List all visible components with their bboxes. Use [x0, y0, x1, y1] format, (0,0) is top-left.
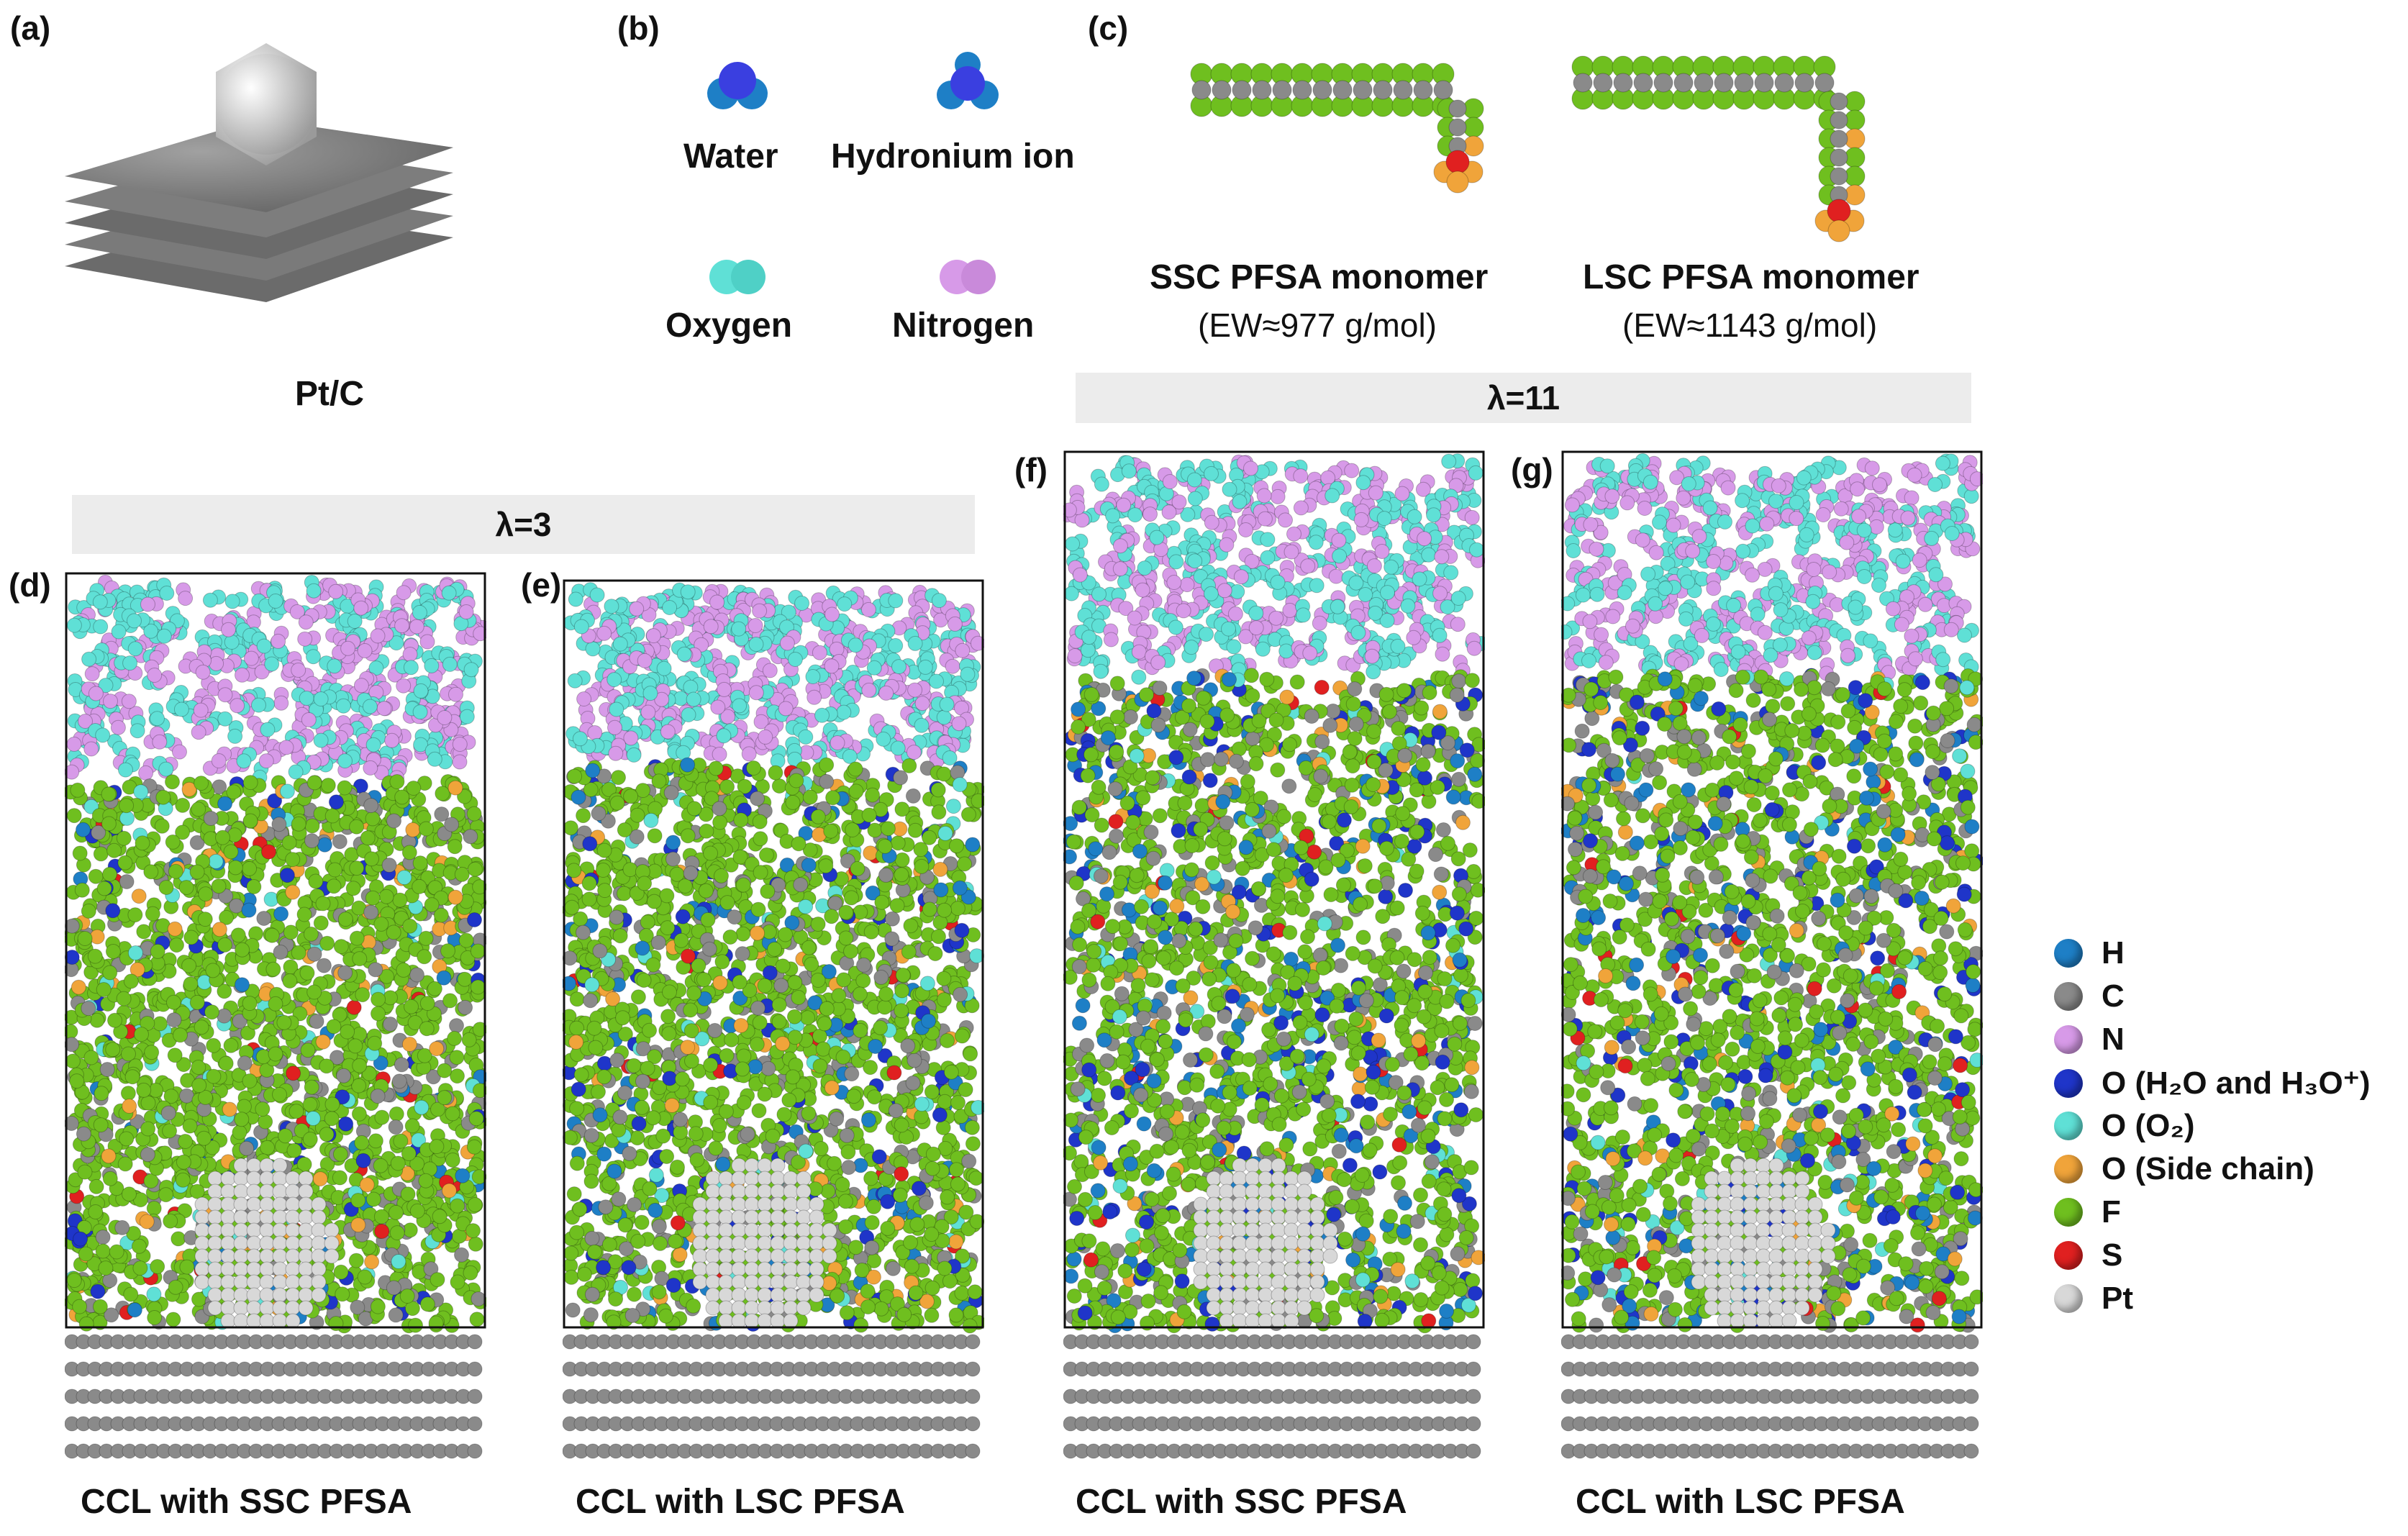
oxygen-label: Oxygen [665, 306, 793, 345]
legend-swatch [2054, 1112, 2083, 1140]
panel-label-a: (a) [10, 9, 51, 47]
legend-item: Pt [2054, 1281, 2133, 1317]
caption-f: CCL with SSC PFSA [1076, 1483, 1407, 1521]
legend-item: O (H₂O and H₃O⁺) [2054, 1065, 2371, 1101]
legend-item: N [2054, 1022, 2125, 1058]
panel-label-g: (g) [1511, 451, 1553, 488]
legend-item: O (O₂) [2054, 1108, 2195, 1144]
ssc-monomer-ew: (EW≈977 g/mol) [1198, 306, 1437, 344]
simulation-box-d [65, 572, 486, 1459]
caption-pt-c: Pt/C [295, 375, 364, 413]
panel-label-e: (e) [521, 566, 562, 604]
simulation-box-g [1561, 450, 1983, 1459]
legend-swatch [2054, 1025, 2083, 1054]
nitrogen-molecule-icon [940, 260, 996, 294]
legend-swatch [2054, 939, 2083, 968]
legend-swatch [2054, 1198, 2083, 1227]
caption-g: CCL with LSC PFSA [1576, 1483, 1905, 1521]
water-molecule-icon [707, 62, 768, 109]
ssc-pfsa-monomer-illustration [1190, 63, 1484, 194]
lsc-pfsa-monomer-illustration [1571, 55, 1866, 242]
lsc-monomer-title: LSC PFSA monomer [1583, 258, 1919, 296]
graphene-sheets [65, 119, 453, 302]
legend-item: H [2054, 935, 2125, 971]
legend-swatch [2054, 1068, 2083, 1098]
legend-item: F [2054, 1194, 2121, 1230]
nitrogen-label: Nitrogen [892, 306, 1035, 345]
legend-swatch [2054, 982, 2083, 1011]
oxygen-molecule-icon [709, 260, 765, 294]
lsc-monomer-ew: (EW≈1143 g/mol) [1622, 306, 1878, 344]
panel-label-f: (f) [1014, 451, 1048, 488]
panel-label-c: (c) [1088, 9, 1129, 47]
legend-label: O (H₂O and H₃O⁺) [2102, 1065, 2371, 1101]
legend-label: H [2102, 935, 2125, 971]
pt-nanoparticle [216, 43, 317, 165]
legend-item: S [2054, 1237, 2122, 1273]
simulation-box-e [563, 579, 984, 1459]
caption-d: CCL with SSC PFSA [81, 1483, 412, 1521]
panel-label-b: (b) [617, 9, 660, 47]
legend-label: C [2102, 978, 2125, 1014]
hydronium-label: Hydronium ion [831, 137, 1075, 176]
simulation-box-f [1063, 450, 1485, 1459]
legend-label: Pt [2102, 1281, 2133, 1316]
legend-swatch [2054, 1284, 2083, 1313]
legend-label: S [2102, 1237, 2123, 1273]
legend-label: O (Side chain) [2102, 1151, 2314, 1186]
panel-label-d: (d) [9, 566, 51, 604]
legend-label: O (O₂) [2102, 1108, 2195, 1143]
legend-label: N [2102, 1022, 2125, 1057]
legend-item: C [2054, 978, 2125, 1014]
water-label: Water [683, 137, 778, 176]
legend-item: O (Side chain) [2054, 1151, 2314, 1187]
legend-swatch [2054, 1155, 2083, 1183]
ssc-monomer-title: SSC PFSA monomer [1150, 258, 1489, 296]
legend-label: F [2102, 1194, 2121, 1230]
caption-e: CCL with LSC PFSA [576, 1483, 905, 1521]
legend-swatch [2054, 1241, 2083, 1270]
lambda-3-banner: λ=3 [72, 495, 975, 554]
lambda-11-banner: λ=11 [1076, 373, 1971, 423]
pt-on-carbon-illustration [65, 43, 453, 302]
hydronium-ion-icon [937, 52, 999, 109]
